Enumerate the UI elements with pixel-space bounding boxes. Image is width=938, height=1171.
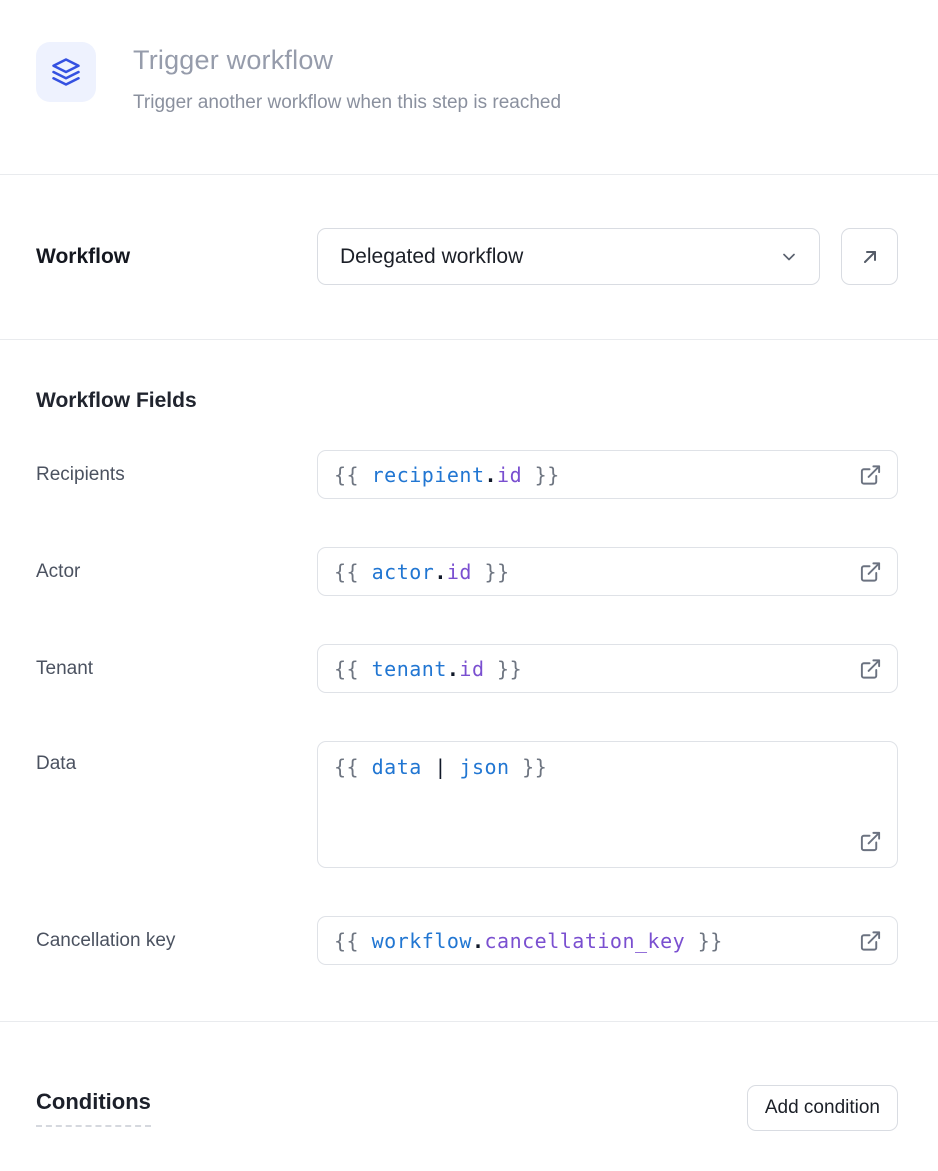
template-expression: {{ actor.id }} (334, 559, 510, 584)
external-link-icon[interactable] (859, 657, 882, 680)
chevron-down-icon (783, 253, 795, 260)
field-row: Cancellation key {{ workflow.cancellation… (36, 916, 898, 965)
external-link-icon[interactable] (859, 929, 882, 952)
step-header-text: Trigger workflow Trigger another workflo… (133, 42, 561, 114)
layers-icon (36, 42, 96, 102)
workflow-select-value: Delegated workflow (340, 244, 524, 268)
field-row: Tenant {{ tenant.id }} (36, 644, 898, 693)
field-row: Actor {{ actor.id }} (36, 547, 898, 596)
step-title[interactable]: Trigger workflow (133, 45, 334, 75)
external-link-icon[interactable] (859, 560, 882, 583)
conditions-section: Conditions Add condition (0, 1022, 938, 1171)
workflow-fields-heading: Workflow Fields (36, 389, 197, 412)
conditions-heading: Conditions (36, 1089, 151, 1127)
external-link-icon[interactable] (859, 463, 882, 486)
field-template-input[interactable]: {{ recipient.id }} (317, 450, 898, 499)
field-row: Data {{ data | json }} (36, 741, 898, 868)
field-label: Tenant (36, 657, 94, 679)
field-template-input[interactable]: {{ workflow.cancellation_key }} (317, 916, 898, 965)
field-row: Recipients {{ recipient.id }} (36, 450, 898, 499)
field-template-input[interactable]: {{ tenant.id }} (317, 644, 898, 693)
field-template-input[interactable]: {{ data | json }} (317, 741, 898, 868)
template-expression: {{ tenant.id }} (334, 656, 523, 681)
step-header: Trigger workflow Trigger another workflo… (0, 0, 938, 175)
template-expression: {{ data | json }} (334, 755, 548, 779)
add-condition-button[interactable]: Add condition (746, 1085, 898, 1131)
template-expression: {{ recipient.id }} (334, 462, 560, 487)
workflow-fields-section: Workflow Fields Recipients {{ recipient.i… (0, 340, 938, 1022)
open-workflow-button[interactable] (841, 228, 898, 285)
template-expression: {{ workflow.cancellation_key }} (334, 928, 723, 953)
field-template-input[interactable]: {{ actor.id }} (317, 547, 898, 596)
field-label: Cancellation key (36, 929, 176, 951)
workflow-fields-list: Recipients {{ recipient.id }} Actor {{ acto… (36, 450, 898, 965)
step-subtitle: Trigger another workflow when this step … (133, 92, 562, 114)
workflow-controls: Delegated workflow (317, 228, 898, 285)
workflow-select[interactable]: Delegated workflow (317, 228, 820, 285)
external-link-icon[interactable] (859, 830, 882, 853)
field-label: Data (36, 753, 77, 774)
arrow-up-right-icon (863, 250, 876, 263)
field-label: Recipients (36, 463, 125, 485)
workflow-section: Workflow Delegated workflow (0, 175, 938, 340)
field-label: Actor (36, 560, 81, 582)
workflow-label: Workflow (36, 244, 131, 268)
conditions-heading-label: Conditions (36, 1089, 151, 1127)
